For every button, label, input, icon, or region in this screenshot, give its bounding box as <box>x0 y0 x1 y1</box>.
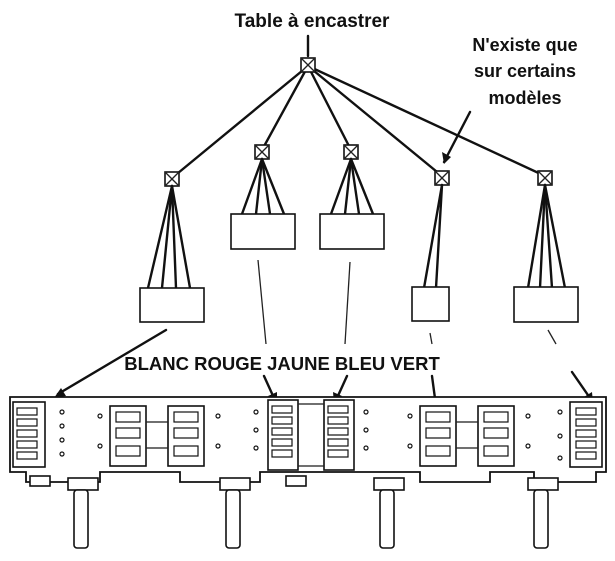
connector-colors-label: BLANC ROUGE JAUNE BLEU VERT <box>124 353 440 374</box>
connector-jaune <box>319 157 385 250</box>
optional-note: N'existe que sur certains modèles <box>472 35 577 108</box>
diagram-title: Table à encastrer <box>235 11 391 32</box>
circuit-board <box>9 396 607 483</box>
junction-box-icon <box>537 170 553 186</box>
note-line-2: sur certains <box>474 61 576 81</box>
connector-vert <box>513 183 579 323</box>
junction-box-icon <box>343 144 359 160</box>
note-arrow <box>442 110 472 164</box>
connector-rouge <box>230 157 296 250</box>
junction-box-icon <box>434 170 450 186</box>
connector-blanc <box>139 184 205 323</box>
note-line-3: modèles <box>488 88 561 108</box>
main-branches <box>170 64 547 180</box>
control-shafts <box>29 475 559 549</box>
connector-bleu <box>411 183 450 322</box>
note-line-1: N'existe que <box>472 35 577 55</box>
junction-box-icon <box>300 57 316 73</box>
connector-leader-lines <box>257 259 557 345</box>
junction-box-icon <box>164 171 180 187</box>
junction-box-icon <box>254 144 270 160</box>
